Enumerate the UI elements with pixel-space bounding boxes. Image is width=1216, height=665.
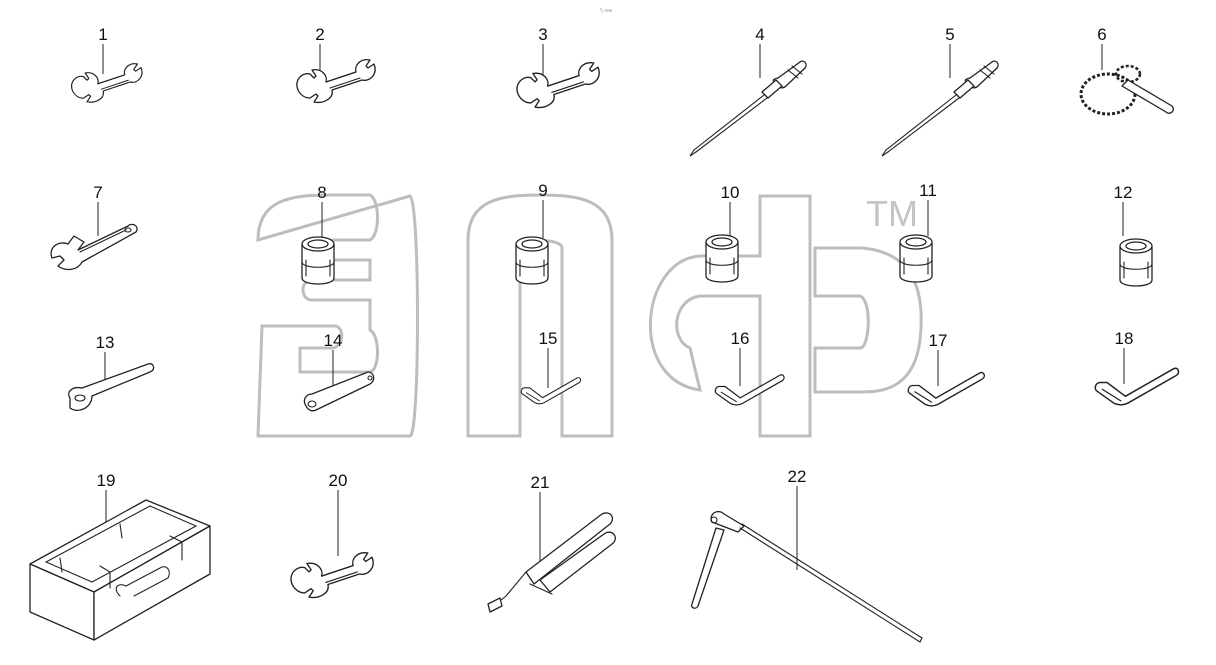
callout-4: 4	[755, 25, 764, 44]
callout-21: 21	[531, 473, 550, 492]
part-6-chain-wrench-icon: 6	[1079, 25, 1174, 116]
callout-2: 2	[315, 25, 324, 44]
part-19-tool-box-icon: 19	[29, 471, 211, 641]
part-20-wrench-icon: 20	[290, 471, 374, 599]
part-5-screwdriver-icon: 5	[881, 25, 999, 157]
part-8-socket-icon: 8	[301, 183, 335, 285]
callout-1: 1	[98, 25, 107, 44]
callout-5: 5	[945, 25, 954, 44]
callout-19: 19	[97, 471, 116, 490]
part-11-socket-icon: 11	[899, 181, 937, 283]
part-22-pry-bar-icon: 22	[690, 467, 923, 643]
part-13-socket-handle-icon: 13	[68, 333, 155, 411]
callout-22: 22	[788, 467, 807, 486]
callout-6: 6	[1097, 25, 1106, 44]
part-12-socket-icon: 12	[1114, 183, 1153, 287]
part-18-hex-key-icon: 18	[1094, 329, 1180, 406]
callout-12: 12	[1114, 183, 1133, 202]
part-16-hex-key-icon: 16	[714, 329, 785, 406]
part-4-screwdriver-icon: 4	[689, 25, 807, 157]
header-mark: ⁰ₒ ∞∞	[600, 8, 613, 14]
callout-14: 14	[324, 331, 343, 350]
callout-7: 7	[93, 183, 102, 202]
part-14-extension-bar-icon: 14	[303, 331, 375, 412]
callout-10: 10	[721, 183, 740, 202]
callout-16: 16	[731, 329, 750, 348]
part-3-wrench-icon: 3	[516, 25, 600, 109]
callout-20: 20	[329, 471, 348, 490]
part-7-adjustable-wrench-icon: 7	[50, 183, 138, 271]
part-1-wrench-icon: 1	[71, 25, 143, 103]
part-10-socket-icon: 10	[705, 183, 740, 283]
part-17-hex-key-icon: 17	[907, 331, 985, 407]
watermark-logo: TM	[256, 193, 923, 438]
part-15-hex-key-icon: 15	[520, 329, 582, 405]
callout-15: 15	[539, 329, 558, 348]
callout-8: 8	[317, 183, 326, 202]
callout-11: 11	[919, 181, 937, 200]
callout-3: 3	[538, 25, 547, 44]
part-21-grease-gun-icon: 21	[487, 473, 616, 613]
callout-17: 17	[929, 331, 948, 350]
callout-9: 9	[538, 181, 547, 200]
part-9-socket-icon: 9	[515, 181, 549, 285]
part-2-wrench-icon: 2	[296, 25, 376, 104]
callout-18: 18	[1115, 329, 1134, 348]
callout-13: 13	[96, 333, 115, 352]
watermark-trademark: TM	[866, 193, 918, 234]
